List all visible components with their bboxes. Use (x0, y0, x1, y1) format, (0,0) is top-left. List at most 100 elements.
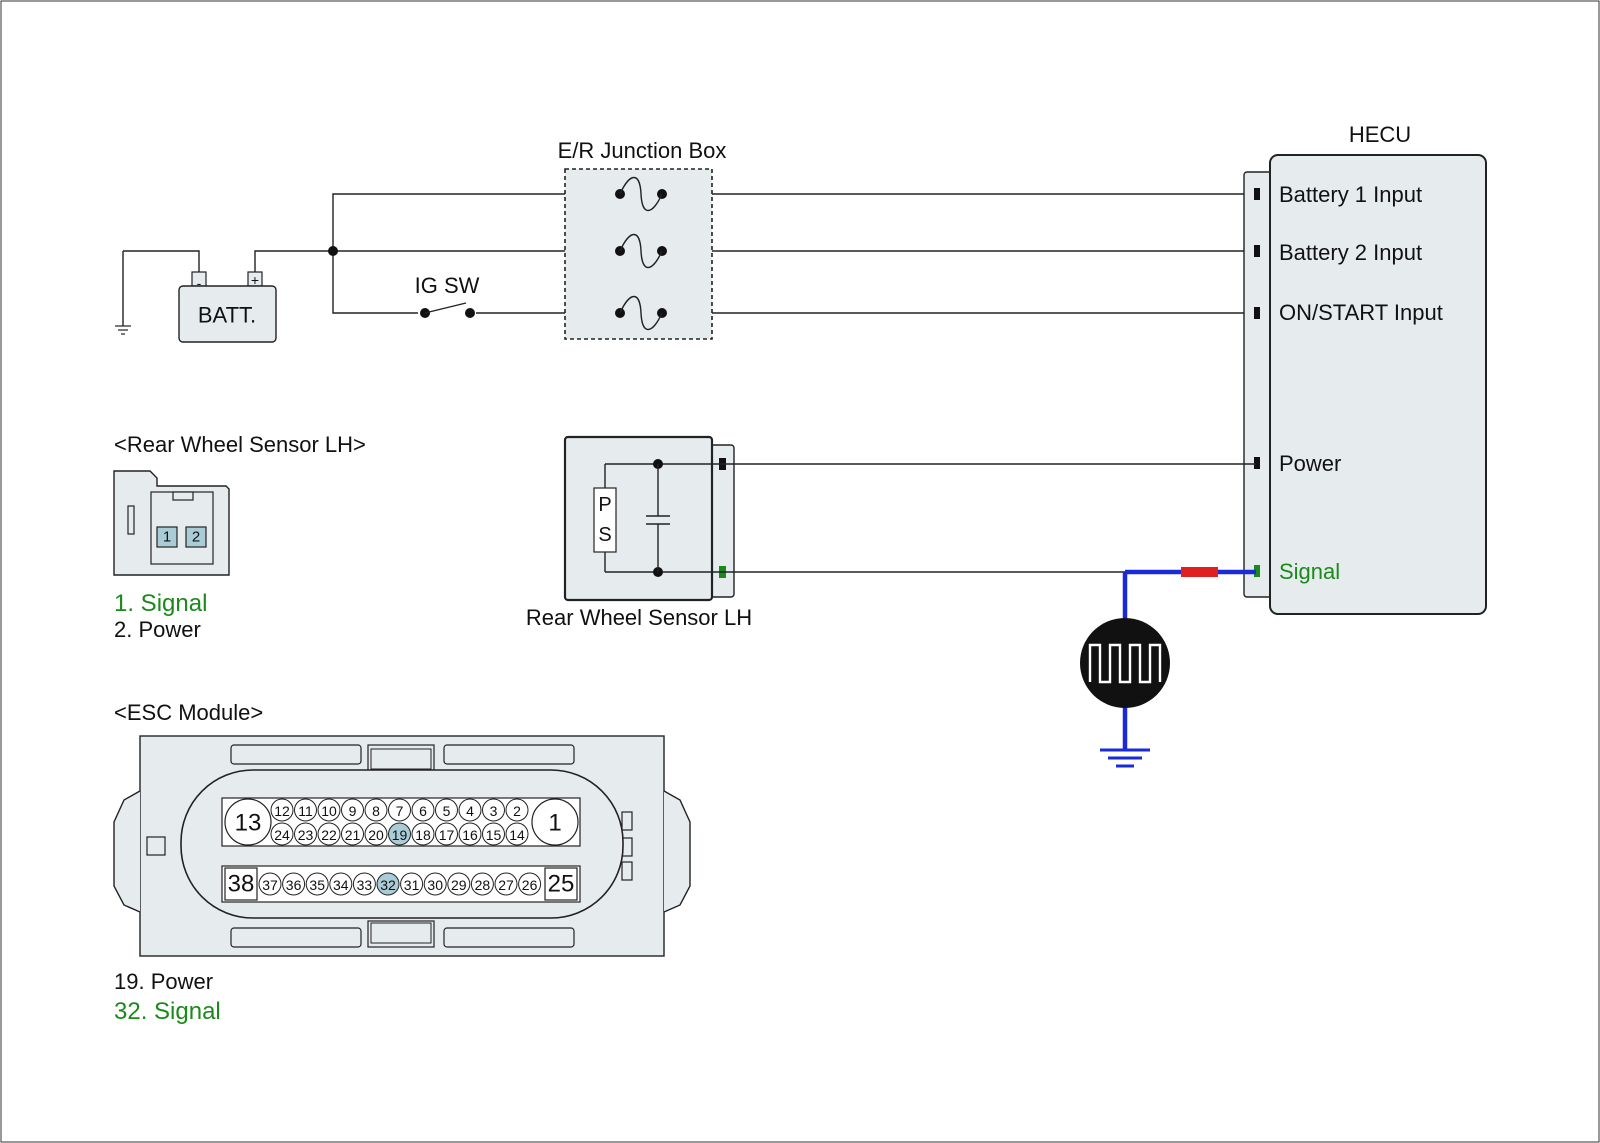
battery-negative-sign: - (197, 275, 202, 291)
esc-pin-1: 1 (548, 810, 561, 837)
hecu-pin-battery2: Battery 2 Input (1279, 240, 1422, 265)
esc-pin-label: 34 (333, 877, 349, 893)
esc-pin (435, 822, 458, 846)
esc-pin (364, 798, 388, 822)
hecu-body (1269, 154, 1487, 615)
esc-big-pin (224, 798, 272, 846)
hecu-pin-marker (1254, 188, 1260, 200)
junction-box: E/R Junction Box (558, 138, 726, 340)
hecu-title: HECU (1349, 122, 1411, 147)
esc-pin (482, 822, 505, 846)
sensor-element (593, 487, 617, 553)
esc-pin (458, 798, 482, 822)
hecu-pin-marker-signal (1254, 565, 1260, 577)
fuse-icon (615, 176, 667, 212)
sensor-pin-number: 2 (192, 529, 200, 546)
esc-pin (447, 872, 471, 896)
esc-legend-signal: 32. Signal (114, 998, 221, 1025)
splice-node (328, 246, 338, 256)
hecu-pin-marker (1254, 457, 1260, 469)
hecu-pin-marker (1254, 245, 1260, 257)
esc-pin-label: 16 (462, 827, 478, 843)
esc-pin (494, 872, 518, 896)
esc-pin-label: 15 (486, 827, 502, 843)
esc-pin (505, 822, 529, 846)
esc-pin-38: 38 (228, 871, 255, 898)
oscilloscope-probe (1080, 567, 1256, 768)
esc-pin-label: 24 (274, 827, 290, 843)
esc-pin-label: 4 (466, 803, 474, 819)
fuse-icon (615, 233, 667, 269)
sensor-element-letter-p: P (598, 494, 611, 516)
probe-tip (1181, 567, 1218, 577)
esc-pin (270, 798, 294, 822)
battery-positive-sign: + (251, 272, 259, 288)
wire-battery1 (332, 193, 1256, 251)
ig-switch-label: IG SW (415, 273, 480, 298)
esc-pin-label: 28 (475, 877, 491, 893)
battery-negative-wire (123, 250, 200, 272)
esc-pin-label: 7 (396, 803, 404, 819)
esc-pin-label: 12 (274, 803, 290, 819)
esc-pin (423, 872, 447, 896)
esc-big-pin-square (224, 867, 258, 901)
wire-ig-feed (332, 251, 423, 314)
sensor-pin-cell (156, 526, 178, 548)
switch-blade-icon (424, 302, 467, 314)
esc-legend-power: 19. Power (114, 969, 213, 994)
esc-pin (294, 798, 317, 822)
esc-pin-label: 17 (439, 827, 455, 843)
esc-pin (329, 872, 353, 896)
esc-pin-label: 21 (345, 827, 361, 843)
esc-pin (458, 822, 482, 846)
esc-pin-label: 22 (321, 827, 337, 843)
junction-box-body (564, 168, 713, 340)
battery: - + BATT. (115, 250, 333, 343)
ground-icon (1100, 748, 1150, 768)
hecu: HECU Battery 1 Input Battery 2 Input ON/… (1243, 122, 1487, 615)
sensor-title: Rear Wheel Sensor LH (526, 605, 752, 630)
hecu-pin-on-start: ON/START Input (1279, 300, 1443, 325)
sensor-connector-view: <Rear Wheel Sensor LH> 1 2 1. Signal 2. … (113, 432, 366, 642)
esc-pin (435, 798, 458, 822)
capacitor-icon (646, 459, 670, 577)
esc-pin-13: 13 (235, 810, 262, 837)
esc-pin-label: 20 (368, 827, 384, 843)
esc-pin-label: 10 (321, 803, 337, 819)
esc-pin-label: 32 (380, 877, 396, 893)
battery-positive-wire (254, 250, 333, 272)
sensor-pin-cell (185, 526, 207, 548)
esc-big-pin-square (544, 867, 578, 901)
sensor-legend-signal: 1. Signal (114, 590, 207, 617)
esc-pin (341, 798, 364, 822)
esc-pin (317, 822, 341, 846)
esc-pin (376, 872, 400, 896)
fuse-icon (615, 295, 667, 331)
esc-pin-label: 2 (513, 803, 521, 819)
sensor-pin-number: 1 (163, 529, 171, 546)
sensor-body (563, 435, 714, 602)
esc-pin-label: 37 (262, 877, 278, 893)
hecu-pin-power: Power (1279, 451, 1341, 476)
esc-pin-label: 35 (309, 877, 325, 893)
ig-switch: IG SW (415, 273, 480, 320)
esc-pin-label: 18 (415, 827, 431, 843)
esc-pin-label: 5 (443, 803, 451, 819)
esc-pin (411, 822, 435, 846)
battery-label: BATT. (198, 303, 256, 328)
esc-pin-label: 36 (286, 877, 302, 893)
ground-icon (115, 325, 131, 335)
esc-pin-label: 9 (349, 803, 357, 819)
sensor-connector-title: <Rear Wheel Sensor LH> (114, 432, 366, 457)
esc-pin (305, 872, 329, 896)
esc-pin-label: 30 (427, 877, 443, 893)
esc-pin-label: 6 (419, 803, 427, 819)
esc-pin-label: 19 (392, 827, 408, 843)
rear-wheel-sensor: P S Rear Wheel Sensor LH (526, 435, 752, 630)
